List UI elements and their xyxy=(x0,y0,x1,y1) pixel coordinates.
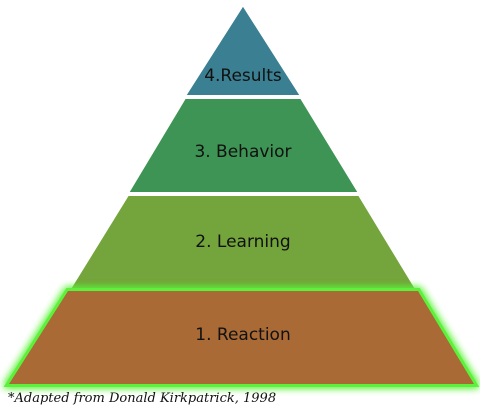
tier-reaction-label: 1. Reaction xyxy=(195,325,290,345)
source-caption: *Adapted from Donald Kirkpatrick, 1998 xyxy=(8,391,277,406)
tier-results-shape xyxy=(183,3,303,97)
tier-results-label: 4.Results xyxy=(204,66,282,86)
tier-learning-label: 2. Learning xyxy=(195,232,290,252)
tier-results: 4.Results xyxy=(183,3,303,97)
tier-reaction-shape xyxy=(9,291,474,384)
tier-behavior-shape xyxy=(126,97,361,194)
tier-behavior-label: 3. Behavior xyxy=(194,142,291,162)
tier-reaction: 1. Reaction xyxy=(3,288,480,387)
tier-behavior: 3. Behavior xyxy=(126,97,361,194)
tier-learning: 2. Learning xyxy=(68,194,418,290)
